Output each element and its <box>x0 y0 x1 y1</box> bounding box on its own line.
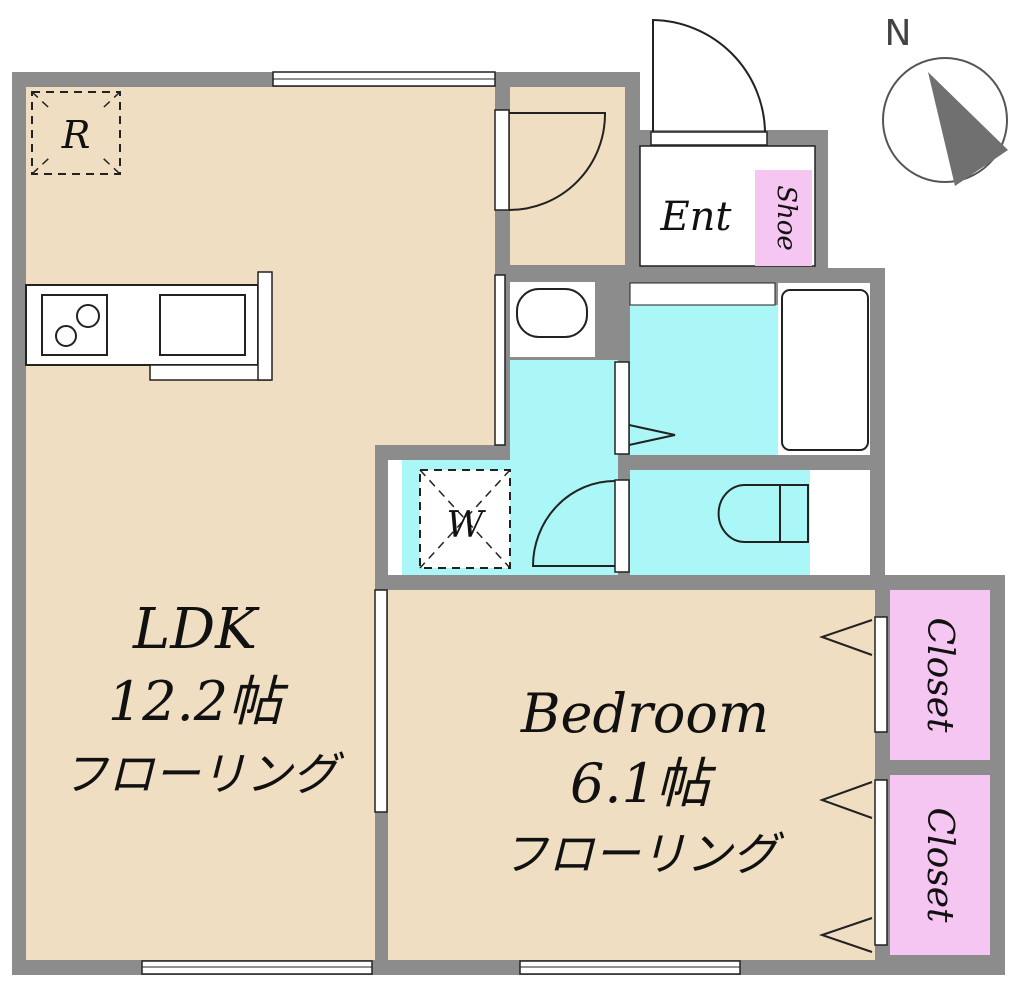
burner-icon <box>55 325 77 347</box>
ldk-name: LDK <box>132 597 260 662</box>
closet-door-1[interactable] <box>874 616 888 733</box>
sliding-door-ldk-bedroom[interactable] <box>374 589 388 813</box>
closet-door-2[interactable] <box>874 779 888 946</box>
fridge-box <box>31 91 121 175</box>
bathtub-area <box>778 283 870 455</box>
kitchen-counter <box>25 284 259 366</box>
washroom-floor <box>510 360 618 575</box>
washer-box <box>419 469 511 569</box>
fridge-label-bg <box>52 110 100 156</box>
sink-area <box>510 282 595 357</box>
closet-2[interactable] <box>890 775 990 955</box>
sink-icon <box>516 288 588 338</box>
shoe-label: Shoe <box>771 185 801 251</box>
entrance-label: Ent <box>659 194 732 240</box>
counter-panel <box>149 364 271 381</box>
washer-label: W <box>446 505 486 546</box>
closet-1-label: Closet <box>919 618 960 734</box>
closet-2-label: Closet <box>919 808 960 924</box>
sliding-door-hall-washroom[interactable] <box>494 274 506 446</box>
compass-needle-icon <box>928 72 1008 186</box>
washer-wall-panel <box>388 460 402 575</box>
front-door[interactable] <box>650 131 768 146</box>
burner-icon <box>76 304 100 328</box>
bedroom-floor <box>388 590 875 960</box>
toilet-door-swing <box>531 480 616 567</box>
bathroom-floor <box>630 305 778 455</box>
closet-arrow-icon <box>818 619 873 656</box>
bedroom-floor-type: フローリング <box>502 827 785 881</box>
closet-arrow-icon <box>819 781 873 819</box>
compass-north-label: N <box>885 13 912 54</box>
kitchen-sink-icon <box>159 294 246 356</box>
closet-1[interactable] <box>890 590 990 760</box>
toilet-door[interactable] <box>614 479 630 573</box>
counter-side-panel <box>257 271 273 381</box>
fridge-label: R <box>61 113 91 157</box>
hall-door-swing <box>508 112 607 211</box>
closet-arrow-icon <box>818 917 873 953</box>
hall-door[interactable] <box>494 109 510 211</box>
bathtub-icon <box>781 289 869 451</box>
bedroom-size: 6.1帖 <box>570 752 717 815</box>
ldk-floor-type: フローリング <box>62 747 345 801</box>
toilet-storage <box>810 470 870 575</box>
ldk-size: 12.2帖 <box>108 670 289 733</box>
stove-icon <box>41 294 108 356</box>
bath-door-arrow-icon <box>628 424 676 446</box>
front-door-swing <box>652 18 766 133</box>
bedroom-name: Bedroom <box>520 682 769 745</box>
shoe-cabinet <box>755 170 812 266</box>
bath-shelf <box>629 282 776 306</box>
toilet-icon <box>717 484 809 543</box>
bathroom-door[interactable] <box>614 361 630 455</box>
